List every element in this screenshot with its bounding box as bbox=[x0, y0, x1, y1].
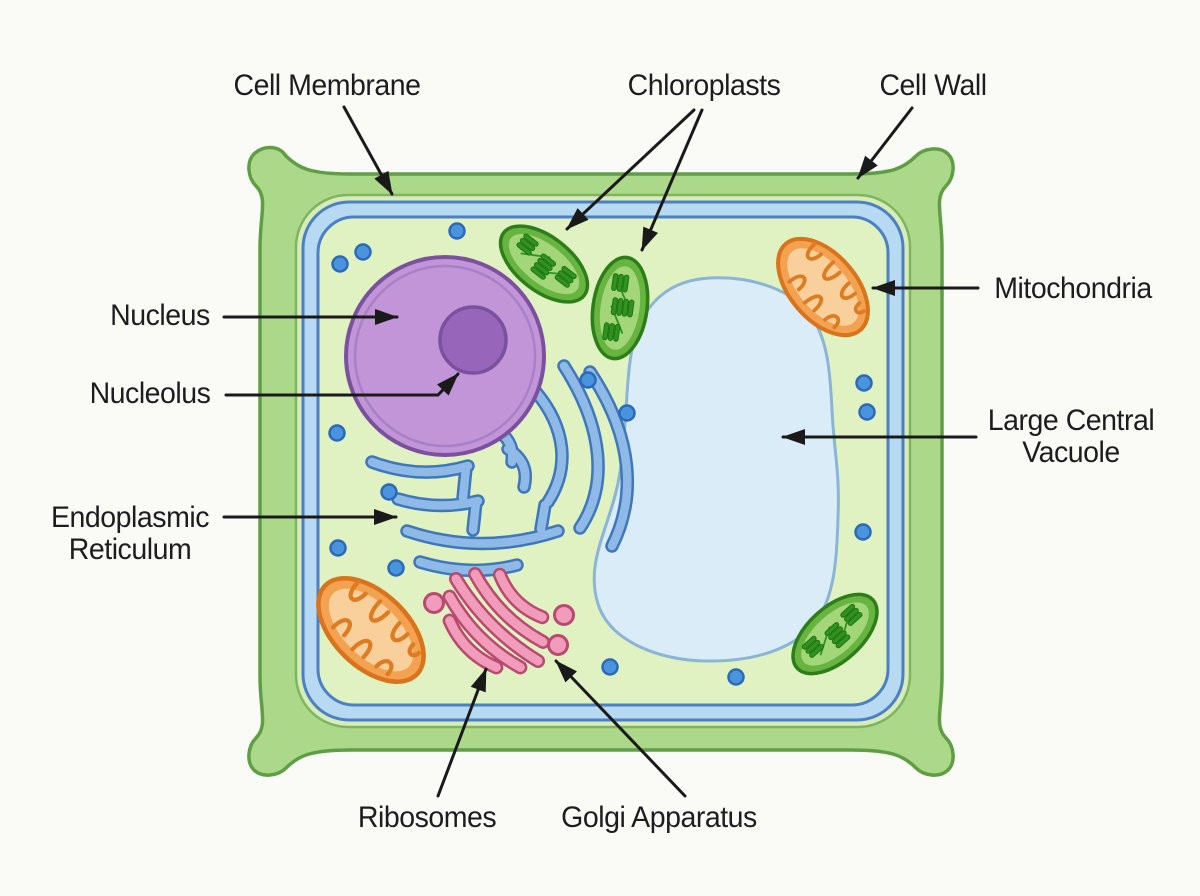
leader-lines bbox=[222, 105, 980, 798]
ribosome-dot bbox=[331, 255, 349, 273]
nucleus-shape bbox=[344, 255, 546, 457]
leader-chloroplast-right bbox=[640, 108, 704, 252]
label-ribosomes: Ribosomes bbox=[357, 801, 497, 834]
label-nucleolus: Nucleolus bbox=[90, 378, 211, 410]
label-large-central-vacuole: Large Central Vacuole bbox=[988, 405, 1155, 469]
label-chloroplasts-text: Chloroplasts bbox=[627, 69, 781, 102]
label-nucleolus-text: Nucleolus bbox=[89, 377, 211, 410]
ribosome-dot bbox=[329, 539, 347, 557]
label-nucleus-text: Nucleus bbox=[110, 299, 210, 332]
golgi-vesicle bbox=[553, 604, 575, 626]
label-nucleus: Nucleus bbox=[110, 300, 210, 332]
ribosome-dot bbox=[855, 374, 873, 392]
golgi-vesicles bbox=[423, 592, 575, 656]
label-cell-wall-text: Cell Wall bbox=[879, 69, 987, 102]
ribosomes-dots bbox=[328, 222, 876, 686]
label-mitochondria-text: Mitochondria bbox=[994, 272, 1152, 305]
label-endoplasmic-reticulum: Endoplasmic Reticulum bbox=[51, 502, 209, 566]
ribosome-dot bbox=[380, 483, 398, 501]
leader-nucleolus bbox=[224, 372, 460, 397]
leader-cell-wall bbox=[856, 106, 914, 180]
leader-cell-membrane bbox=[342, 105, 394, 196]
golgi-vesicle bbox=[547, 634, 569, 656]
label-chloroplasts: Chloroplasts bbox=[628, 70, 781, 102]
label-vacuole-line1: Large Central bbox=[987, 404, 1155, 437]
label-ribosomes-text: Ribosomes bbox=[357, 801, 497, 834]
leader-golgi-apparatus bbox=[554, 659, 687, 798]
label-cell-membrane-text: Cell Membrane bbox=[233, 69, 421, 102]
large-central-vacuole-shape bbox=[592, 276, 840, 663]
label-golgi-text: Golgi Apparatus bbox=[561, 801, 757, 834]
ribosome-dot bbox=[854, 523, 872, 541]
ribosome-dot bbox=[727, 668, 745, 686]
ribosome-dot bbox=[618, 404, 636, 422]
nucleolus-shape bbox=[438, 305, 508, 375]
leader-chloroplast-left bbox=[565, 108, 696, 231]
label-cell-wall: Cell Wall bbox=[879, 69, 987, 102]
label-er-line1: Endoplasmic bbox=[51, 501, 209, 534]
ribosome-dot bbox=[601, 658, 619, 676]
label-er-line2: Reticulum bbox=[68, 533, 192, 566]
label-vacuole-line2: Vacuole bbox=[1022, 436, 1120, 469]
ribosome-dot bbox=[387, 559, 405, 577]
ribosome-dot bbox=[328, 424, 346, 442]
ribosome-dot bbox=[579, 371, 597, 389]
label-golgi-apparatus: Golgi Apparatus bbox=[561, 802, 757, 834]
ribosome-dot bbox=[354, 243, 372, 261]
leader-ribosomes bbox=[436, 667, 488, 798]
golgi-vesicle bbox=[423, 592, 445, 614]
ribosome-dot bbox=[448, 222, 466, 240]
ribosome-dot bbox=[858, 403, 876, 421]
label-cell-membrane: Cell Membrane bbox=[233, 69, 421, 102]
label-mitochondria: Mitochondria bbox=[994, 272, 1152, 305]
